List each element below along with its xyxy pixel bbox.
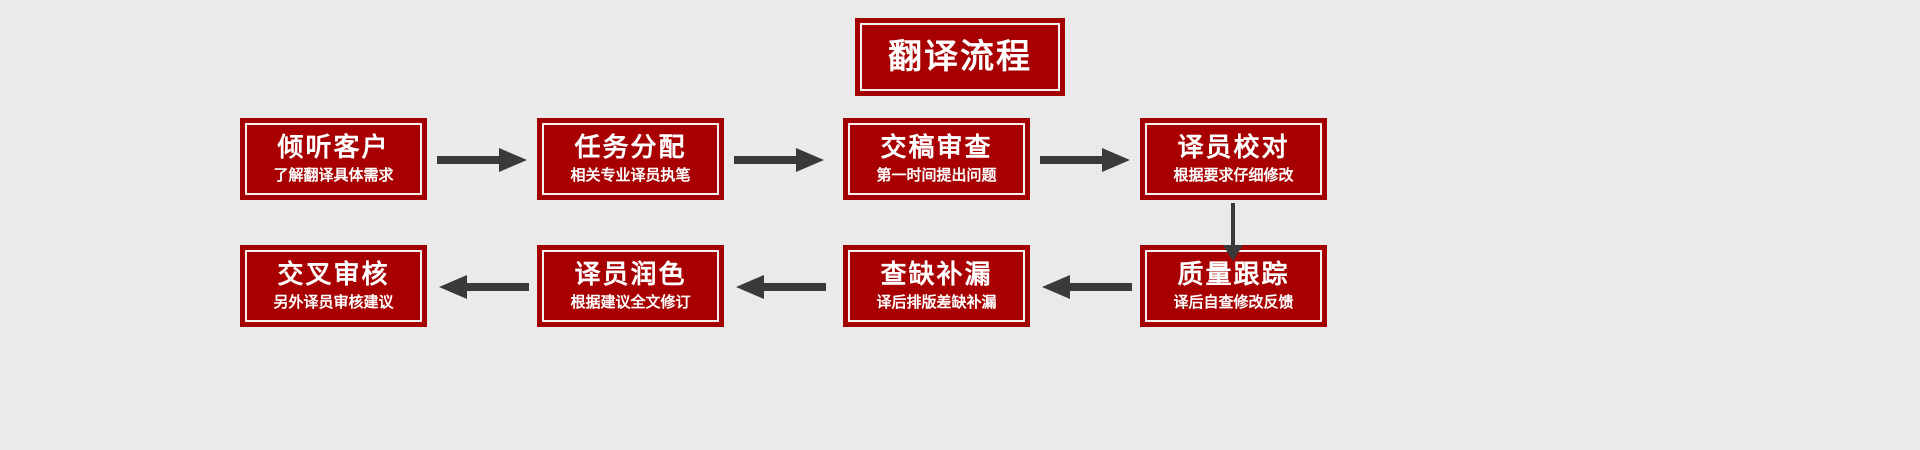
step-title: 任务分配 (574, 133, 687, 163)
arrow-left-icon (1040, 272, 1132, 302)
arrow-right-icon (1040, 145, 1132, 175)
title-inner-frame: 翻译流程 (860, 23, 1060, 91)
step-subtitle: 相关专业译员执笔 (570, 166, 691, 184)
step-title: 交稿审查 (880, 133, 993, 163)
arrow-left-icon (437, 272, 529, 302)
step-inner-frame: 倾听客户 了解翻译具体需求 (245, 123, 422, 195)
arrow-right-icon (734, 145, 826, 175)
step-subtitle: 译后自查修改反馈 (1173, 293, 1294, 311)
step-subtitle: 根据要求仔细修改 (1173, 166, 1294, 184)
step-subtitle: 根据建议全文修订 (570, 293, 691, 311)
step-title: 译员校对 (1177, 133, 1290, 163)
step-inner-frame: 译员润色 根据建议全文修订 (542, 250, 719, 322)
step-title: 译员润色 (574, 260, 687, 290)
step-box-cross-review[interactable]: 交叉审核 另外译员审核建议 (240, 245, 427, 327)
arrow-down-icon (1216, 203, 1250, 263)
step-inner-frame: 交叉审核 另外译员审核建议 (245, 250, 422, 322)
step-inner-frame: 查缺补漏 译后排版差缺补漏 (848, 250, 1025, 322)
step-box-listen-to-customer[interactable]: 倾听客户 了解翻译具体需求 (240, 118, 427, 200)
step-box-translator-polishing[interactable]: 译员润色 根据建议全文修订 (537, 245, 724, 327)
step-box-task-assignment[interactable]: 任务分配 相关专业译员执笔 (537, 118, 724, 200)
step-box-gap-checking[interactable]: 查缺补漏 译后排版差缺补漏 (843, 245, 1030, 327)
step-title: 查缺补漏 (880, 260, 993, 290)
arrow-left-icon (734, 272, 826, 302)
step-box-submission-review[interactable]: 交稿审查 第一时间提出问题 (843, 118, 1030, 200)
page-title: 翻译流程 (888, 37, 1032, 77)
step-subtitle: 第一时间提出问题 (876, 166, 997, 184)
step-title: 倾听客户 (277, 133, 390, 163)
arrow-right-icon (437, 145, 529, 175)
step-subtitle: 另外译员审核建议 (273, 293, 394, 311)
step-box-translator-proofreading[interactable]: 译员校对 根据要求仔细修改 (1140, 118, 1327, 200)
step-inner-frame: 译员校对 根据要求仔细修改 (1145, 123, 1322, 195)
step-title: 交叉审核 (277, 260, 390, 290)
step-subtitle: 译后排版差缺补漏 (876, 293, 997, 311)
step-subtitle: 了解翻译具体需求 (273, 166, 394, 184)
flowchart-title-box: 翻译流程 (855, 18, 1065, 96)
step-inner-frame: 任务分配 相关专业译员执笔 (542, 123, 719, 195)
step-inner-frame: 质量跟踪 译后自查修改反馈 (1145, 250, 1322, 322)
step-inner-frame: 交稿审查 第一时间提出问题 (848, 123, 1025, 195)
step-title: 质量跟踪 (1177, 260, 1290, 290)
